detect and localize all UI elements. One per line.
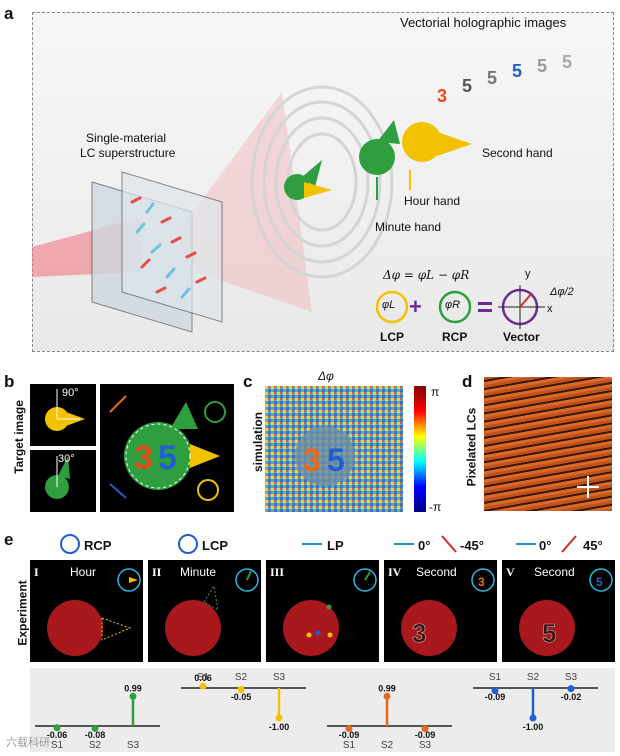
svg-text:5: 5 [596, 575, 603, 589]
svg-text:5: 5 [512, 61, 522, 81]
stokes-axis-label: S1 [51, 740, 64, 751]
target-clock-composite: 3 5 [100, 384, 234, 512]
svg-text:5: 5 [542, 618, 556, 648]
stokes-value-label: -0.09 [415, 730, 436, 740]
colorbar-top: π [431, 385, 439, 399]
stokes-axis-label: S2 [527, 672, 540, 683]
svg-text:3: 3 [303, 442, 321, 478]
stokes-value-label: -0.08 [85, 730, 106, 740]
colorbar-bottom: -π [429, 500, 441, 514]
stokes-axis-label: S2 [381, 740, 394, 751]
axis-y-label: y [525, 268, 531, 280]
phase-simulation-map: 3 5 [265, 386, 403, 512]
svg-text:3: 3 [412, 618, 426, 648]
frame-2-name: Minute [180, 565, 216, 579]
frame-1-name: Hour [70, 565, 96, 579]
polarizer-cross-icon [575, 474, 601, 500]
phi-r-label: φR [445, 299, 460, 311]
minute-hand-label: Minute hand [375, 220, 441, 234]
panel-b-letter: b [4, 372, 14, 392]
svg-text:5: 5 [487, 68, 497, 88]
phi-l-label: φL [382, 299, 395, 311]
stokes-axis-label: S2 [89, 740, 102, 751]
frames-art: 3 3 5 5 [30, 560, 615, 662]
panel-a-letter: a [4, 4, 13, 24]
stokes-point [276, 715, 283, 722]
stokes-value-label: -0.09 [485, 692, 506, 702]
phase-colorbar [414, 386, 426, 512]
panel-c-letter: c [243, 372, 252, 392]
lc-label-1: Single-material [86, 131, 166, 145]
panel-c-title: Δφ [318, 369, 334, 383]
stokes-point [530, 715, 537, 722]
target-tiles-art [30, 384, 96, 512]
frame-5-name: Second [534, 565, 575, 579]
stokes-value-label: 0.99 [378, 683, 396, 693]
rcp-label: RCP [442, 330, 467, 344]
frame-3-roman: III [270, 565, 284, 580]
vector-label: Vector [503, 330, 540, 344]
panel-e-letter: e [4, 530, 13, 550]
stokes-axis-label: S3 [419, 740, 432, 751]
watermark: 六载科研 [6, 734, 50, 750]
frame-5-roman: V [506, 565, 515, 580]
stokes-axis-label: S3 [127, 740, 140, 751]
lcp-label: LCP [380, 330, 404, 344]
svg-text:5: 5 [562, 52, 572, 72]
svg-text:5: 5 [537, 56, 547, 76]
panel-d-letter: d [462, 372, 472, 392]
axis-x-label: x [547, 303, 553, 315]
panel-b-side-label: Target image [12, 400, 26, 474]
stokes-point [384, 693, 391, 700]
half-phase-label: Δφ/2 [550, 286, 574, 298]
stokes-axis-label: S3 [565, 672, 578, 683]
stokes-point [130, 693, 137, 700]
svg-text:5: 5 [327, 442, 345, 478]
second-hand-label: Second hand [482, 146, 553, 160]
angle-30: 30° [58, 453, 75, 465]
header-polarization-icons [54, 532, 614, 556]
stokes-value-label: -0.09 [339, 730, 360, 740]
stokes-value-label: -1.00 [269, 722, 290, 732]
frame-2-roman: II [152, 565, 161, 580]
equation: Δφ = φL − φR [383, 268, 469, 282]
lc-label-2: LC superstructure [80, 146, 175, 160]
panel-e-side-label: Experiment [16, 580, 30, 645]
stokes-value-label: 0.99 [124, 683, 142, 693]
stokes-value-label: -1.00 [523, 722, 544, 732]
panel-d-side-label: Pixelated LCs [464, 408, 478, 487]
stokes-value-label: -0.02 [561, 692, 582, 702]
frame-4-name: Second [416, 565, 457, 579]
stokes-axis-label: S1 [489, 672, 502, 683]
stokes-value-label: -0.05 [231, 692, 252, 702]
svg-text:3: 3 [437, 86, 447, 106]
svg-text:+: + [409, 294, 422, 319]
svg-text:5: 5 [158, 439, 177, 477]
frame-1-roman: I [34, 565, 39, 580]
stokes-axis-label: S3 [273, 672, 286, 683]
stokes-axis-label: S1 [343, 740, 356, 751]
svg-text:5: 5 [462, 76, 472, 96]
hour-hand-label: Hour hand [404, 194, 460, 208]
stokes-axis-label: S2 [235, 672, 248, 683]
stokes-axis-label: S1 [197, 672, 210, 683]
angle-90: 90° [62, 387, 79, 399]
stokes-plots: -0.06S1-0.08S20.99S30.06S1-0.05S2-1.00S3… [30, 668, 615, 752]
svg-text:3: 3 [478, 575, 485, 589]
stokes-point [200, 683, 207, 690]
svg-text:3: 3 [134, 439, 153, 477]
panel-c-side-label: simulation [251, 412, 265, 472]
panel-a-title: Vectorial holographic images [400, 15, 566, 30]
frame-4-roman: IV [388, 565, 401, 580]
